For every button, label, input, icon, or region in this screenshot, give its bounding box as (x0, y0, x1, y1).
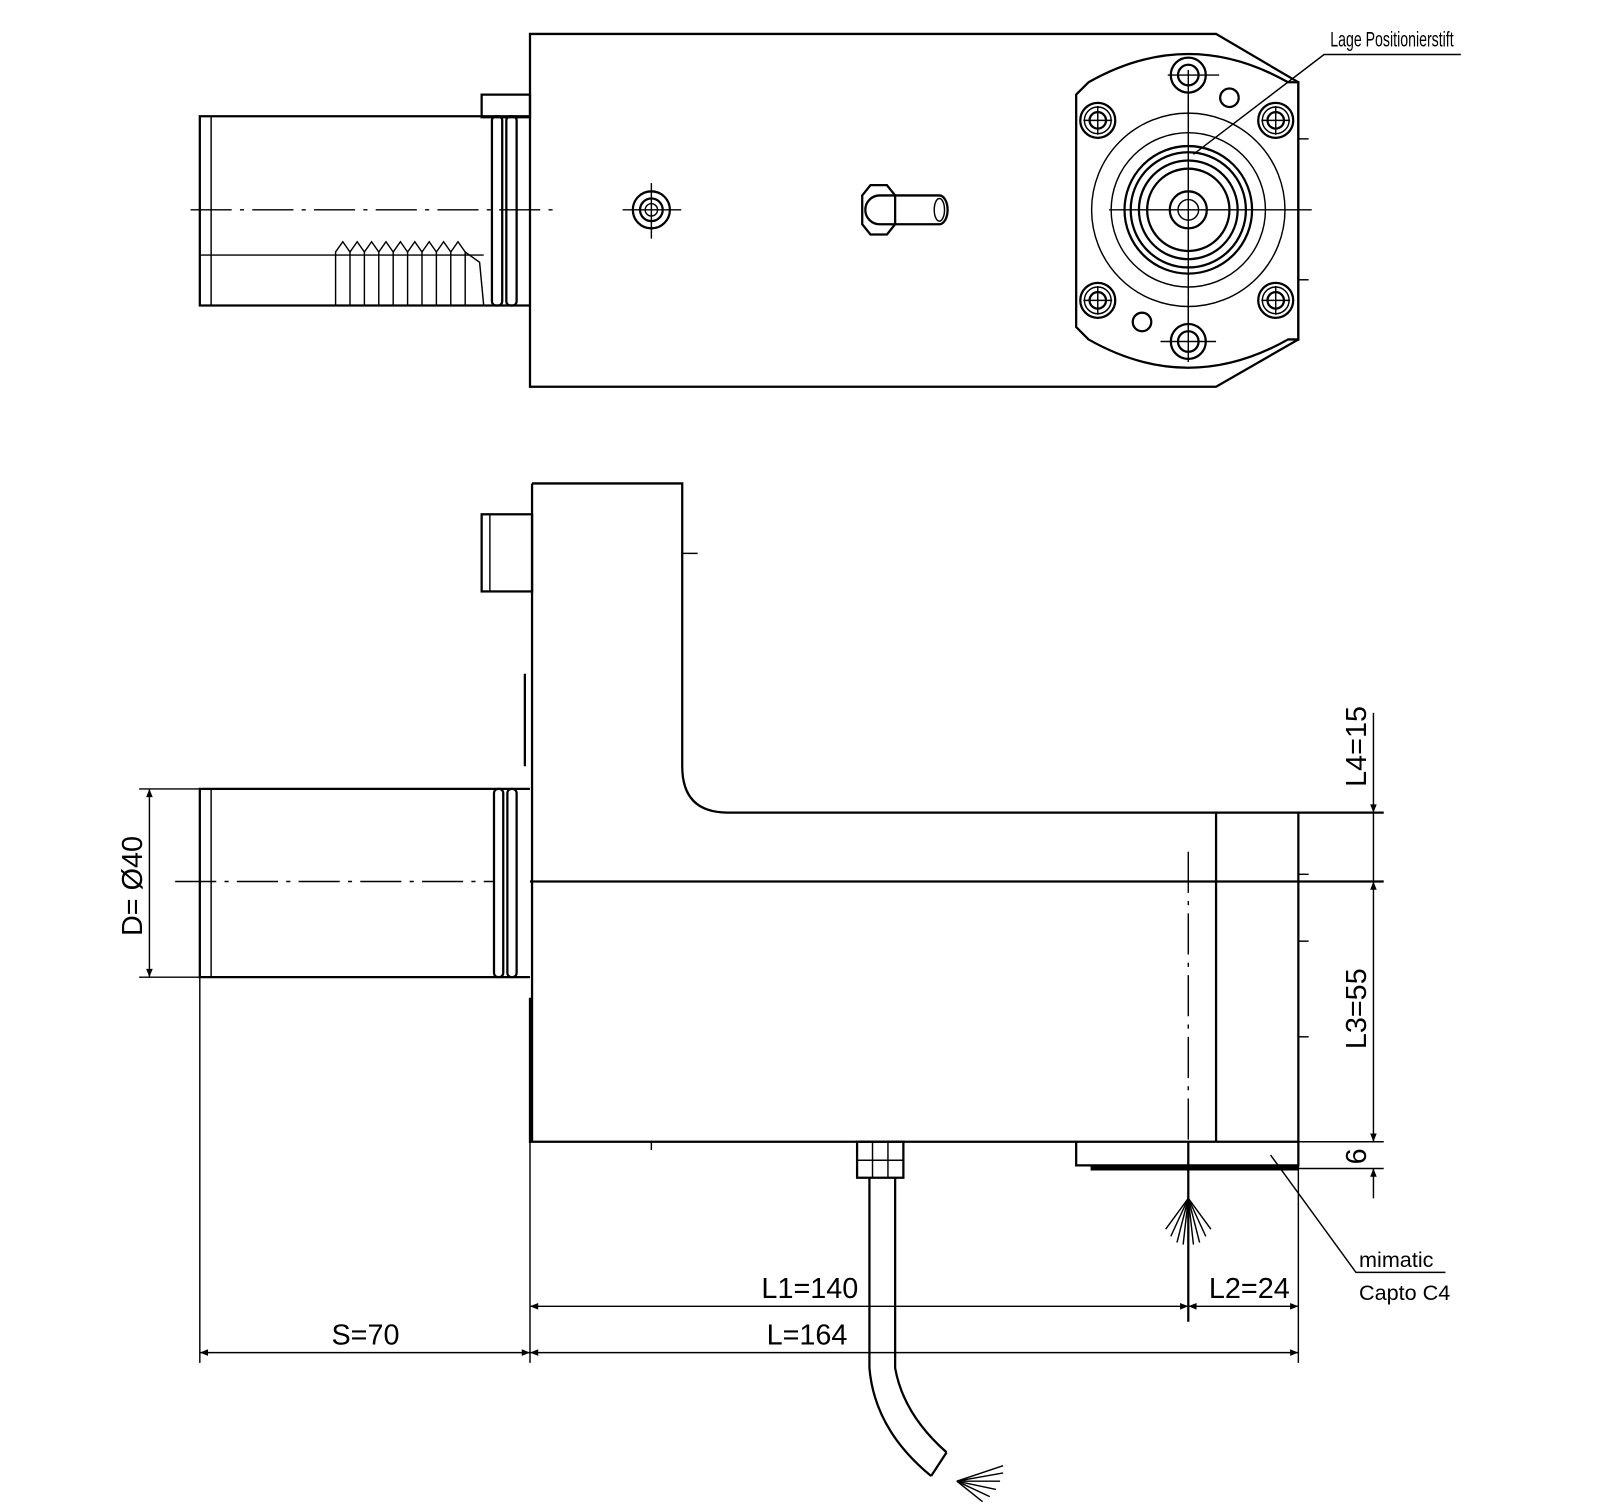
coolant-spray-icon (1165, 1197, 1212, 1245)
screw-icon (622, 183, 682, 239)
side-pin-block (480, 513, 534, 593)
dim-L2-label: L2=24 (1209, 1273, 1290, 1305)
interface-leader-line (1269, 1154, 1446, 1274)
dim-L1-label: L1=140 (761, 1273, 858, 1305)
pin-leader-line (1192, 53, 1461, 155)
dim-L4-label: L4=15 (1341, 706, 1373, 787)
interface-label-2: Capto C4 (1359, 1280, 1450, 1305)
cable (855, 1140, 1004, 1503)
rack-teeth (334, 240, 485, 306)
side-body-outline (528, 482, 1300, 1143)
side-shank (198, 787, 530, 979)
interface-label-1: mimatic (1359, 1247, 1434, 1272)
flange-face (1075, 52, 1312, 369)
dim-L3-label: L3=55 (1341, 968, 1373, 1049)
top-view: Lage Positionierstift (190, 26, 1461, 388)
coolant-fitting-icon (861, 184, 949, 236)
dim-6-label: 6 (1341, 1148, 1373, 1164)
dim-D-label: D= Ø40 (117, 836, 149, 936)
top-pin-block (480, 93, 532, 119)
dim-S-label: S=70 (331, 1319, 399, 1351)
dim-L-label: L=164 (767, 1319, 848, 1351)
bolt-icons (1079, 56, 1295, 363)
extension-lines (139, 788, 1384, 1363)
dimension-lines (146, 712, 1377, 1356)
side-view: D= Ø40 L4=15 L3=55 6 L1=140 L2=24 S=70 L… (117, 482, 1450, 1503)
pin-callout-label: Lage Positionierstift (1330, 26, 1453, 51)
